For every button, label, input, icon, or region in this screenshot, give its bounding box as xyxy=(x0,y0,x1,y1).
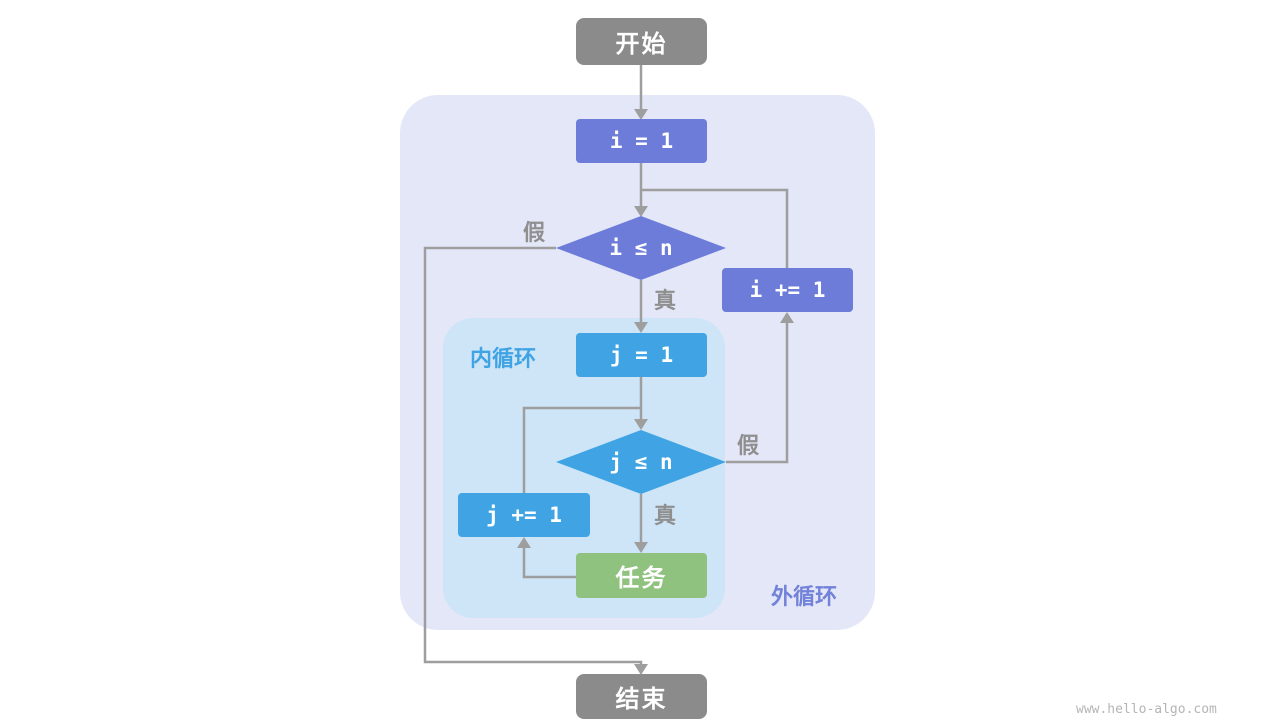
inner-loop-region-label: 内循环 xyxy=(470,347,537,372)
outer-true-label: 真 xyxy=(654,289,677,314)
end-node: 结束 xyxy=(576,674,707,719)
watermark: www.hello-algo.com xyxy=(1076,702,1217,717)
outer-loop-region-label: 外循环 xyxy=(771,585,838,610)
j-increment-node: j += 1 xyxy=(458,493,590,537)
task-node: 任务 xyxy=(576,553,707,598)
i-init-node: i = 1 xyxy=(576,119,707,163)
start-node: 开始 xyxy=(576,18,707,65)
i-increment-node: i += 1 xyxy=(722,268,853,312)
inner-true-label: 真 xyxy=(654,504,677,529)
j-init-node: j = 1 xyxy=(576,333,707,377)
outer-false-label: 假 xyxy=(523,221,546,246)
inner-false-label: 假 xyxy=(737,434,760,459)
